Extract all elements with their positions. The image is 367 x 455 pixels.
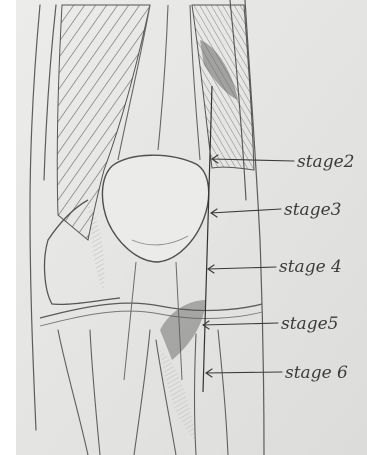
stage5-label: stage5 (281, 314, 338, 334)
stage6-label: stage 6 (285, 363, 348, 383)
stage4-label: stage 4 (279, 257, 342, 277)
stage2-label: stage2 (297, 152, 354, 172)
stage3-label: stage3 (284, 200, 341, 220)
